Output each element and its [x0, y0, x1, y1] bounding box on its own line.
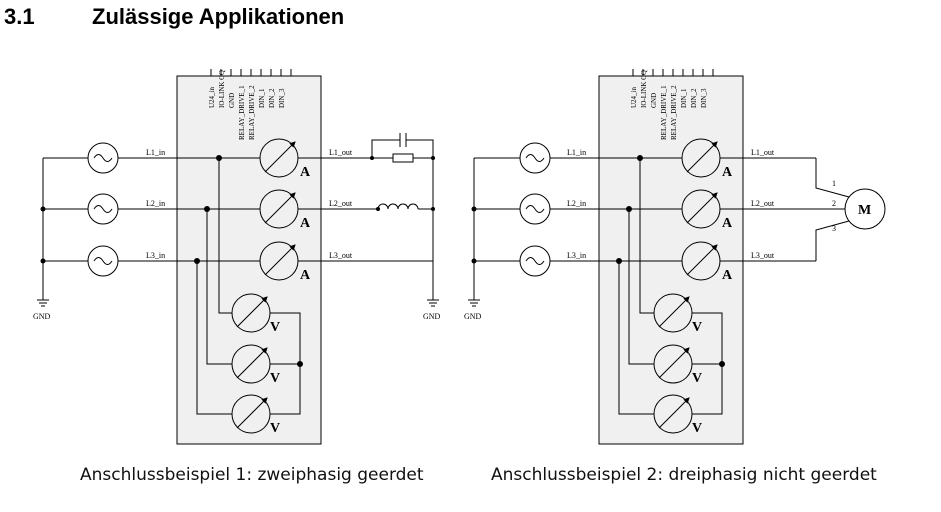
ammeter-icon [681, 138, 721, 178]
ac-source-icon [519, 245, 551, 277]
ammeter-unit: A [300, 216, 311, 231]
caption-diagram-2: Anschlussbeispiel 2: dreiphasig nicht ge… [491, 465, 877, 485]
voltmeter-unit: V [692, 320, 702, 335]
ac-source-icon [87, 193, 119, 225]
motor-icon [844, 188, 886, 230]
section-number: 3.1 [4, 4, 35, 29]
ammeter-icon [681, 241, 721, 281]
motor-terminal-label: 1 [832, 179, 836, 188]
ammeter-icon [681, 189, 721, 229]
output-label: L1_out [751, 148, 775, 157]
pin-label: RELAY_DRIVE_1 [238, 85, 246, 140]
voltmeter-unit: V [270, 320, 280, 335]
pin-label: RELAY_DRIVE_1 [660, 85, 668, 140]
ammeter-unit: A [722, 165, 733, 180]
output-label: L3_out [329, 251, 353, 260]
pin-label: DIN_3 [278, 88, 286, 108]
pin-label: IO-LINK CQ [218, 70, 226, 108]
input-label: L2_in [567, 199, 586, 208]
ammeter-icon [259, 189, 299, 229]
voltmeter-unit: V [692, 421, 702, 436]
ammeter-unit: A [722, 268, 733, 283]
gnd-label: GND [423, 312, 441, 321]
output-label: L2_out [329, 199, 353, 208]
gnd-label: GND [33, 312, 51, 321]
pin-label: GND [650, 93, 658, 108]
section-title: Zulässige Applikationen [92, 4, 345, 29]
pin-ticks [632, 69, 714, 76]
voltmeter-icon [231, 344, 271, 384]
pin-label: DIN_3 [700, 88, 708, 108]
voltmeter-icon [231, 394, 271, 434]
ac-source-icon [87, 142, 119, 174]
voltmeter-icon [653, 293, 693, 333]
ammeter-unit: A [300, 165, 311, 180]
ammeter-unit: A [722, 216, 733, 231]
input-label: L2_in [146, 199, 165, 208]
output-label: L1_out [329, 148, 353, 157]
input-label: L3_in [146, 251, 165, 260]
motor-label: M [858, 203, 871, 218]
pin-label: DIN_2 [690, 88, 698, 108]
diagram-2 [468, 69, 886, 445]
pin-label: DIN_2 [268, 88, 276, 108]
caption-diagram-1: Anschlussbeispiel 1: zweiphasig geerdet [80, 465, 424, 485]
input-label: L1_in [146, 148, 165, 157]
rc-load [371, 133, 434, 163]
ac-source-icon [519, 142, 551, 174]
voltmeter-unit: V [270, 371, 280, 386]
pin-label: IO-LINK CQ [640, 70, 648, 108]
voltmeter-unit: V [692, 371, 702, 386]
voltmeter-icon [231, 293, 271, 333]
motor-terminal-label: 2 [832, 199, 836, 208]
voltmeter-unit: V [270, 421, 280, 436]
pin-labels: U24_in IO-LINK CQ GND RELAY_DRIVE_1 RELA… [630, 70, 708, 140]
pin-labels: U24_in IO-LINK CQ GND RELAY_DRIVE_1 RELA… [208, 70, 286, 140]
gnd-label: GND [464, 312, 482, 321]
output-label: L3_out [751, 251, 775, 260]
input-label: L3_in [567, 251, 586, 260]
pin-label: RELAY_DRIVE_2 [248, 85, 256, 140]
output-label: L2_out [751, 199, 775, 208]
ammeter-icon [259, 138, 299, 178]
pin-label: GND [228, 93, 236, 108]
ac-source-icon [519, 193, 551, 225]
diagram-2-labels: U24_in IO-LINK CQ GND RELAY_DRIVE_1 RELA… [464, 70, 871, 436]
pin-label: RELAY_DRIVE_2 [670, 85, 678, 140]
diagram-1-labels: U24_in IO-LINK CQ GND RELAY_DRIVE_1 RELA… [33, 70, 441, 436]
motor-terminal-label: 3 [832, 224, 836, 233]
pin-label: U24_in [208, 87, 216, 109]
voltmeter-icon [653, 394, 693, 434]
ac-source-icon [87, 245, 119, 277]
ammeter-icon [259, 241, 299, 281]
pin-label: U24_in [630, 87, 638, 109]
pin-ticks [210, 69, 292, 76]
inductor-icon [377, 203, 433, 210]
pin-label: DIN_1 [258, 88, 266, 108]
input-label: L1_in [567, 148, 586, 157]
pin-label: DIN_1 [680, 88, 688, 108]
section-heading: 3.1 Zulässige Applikationen [4, 4, 344, 30]
diagram-1 [37, 69, 439, 445]
ammeter-unit: A [300, 268, 311, 283]
voltmeter-icon [653, 344, 693, 384]
